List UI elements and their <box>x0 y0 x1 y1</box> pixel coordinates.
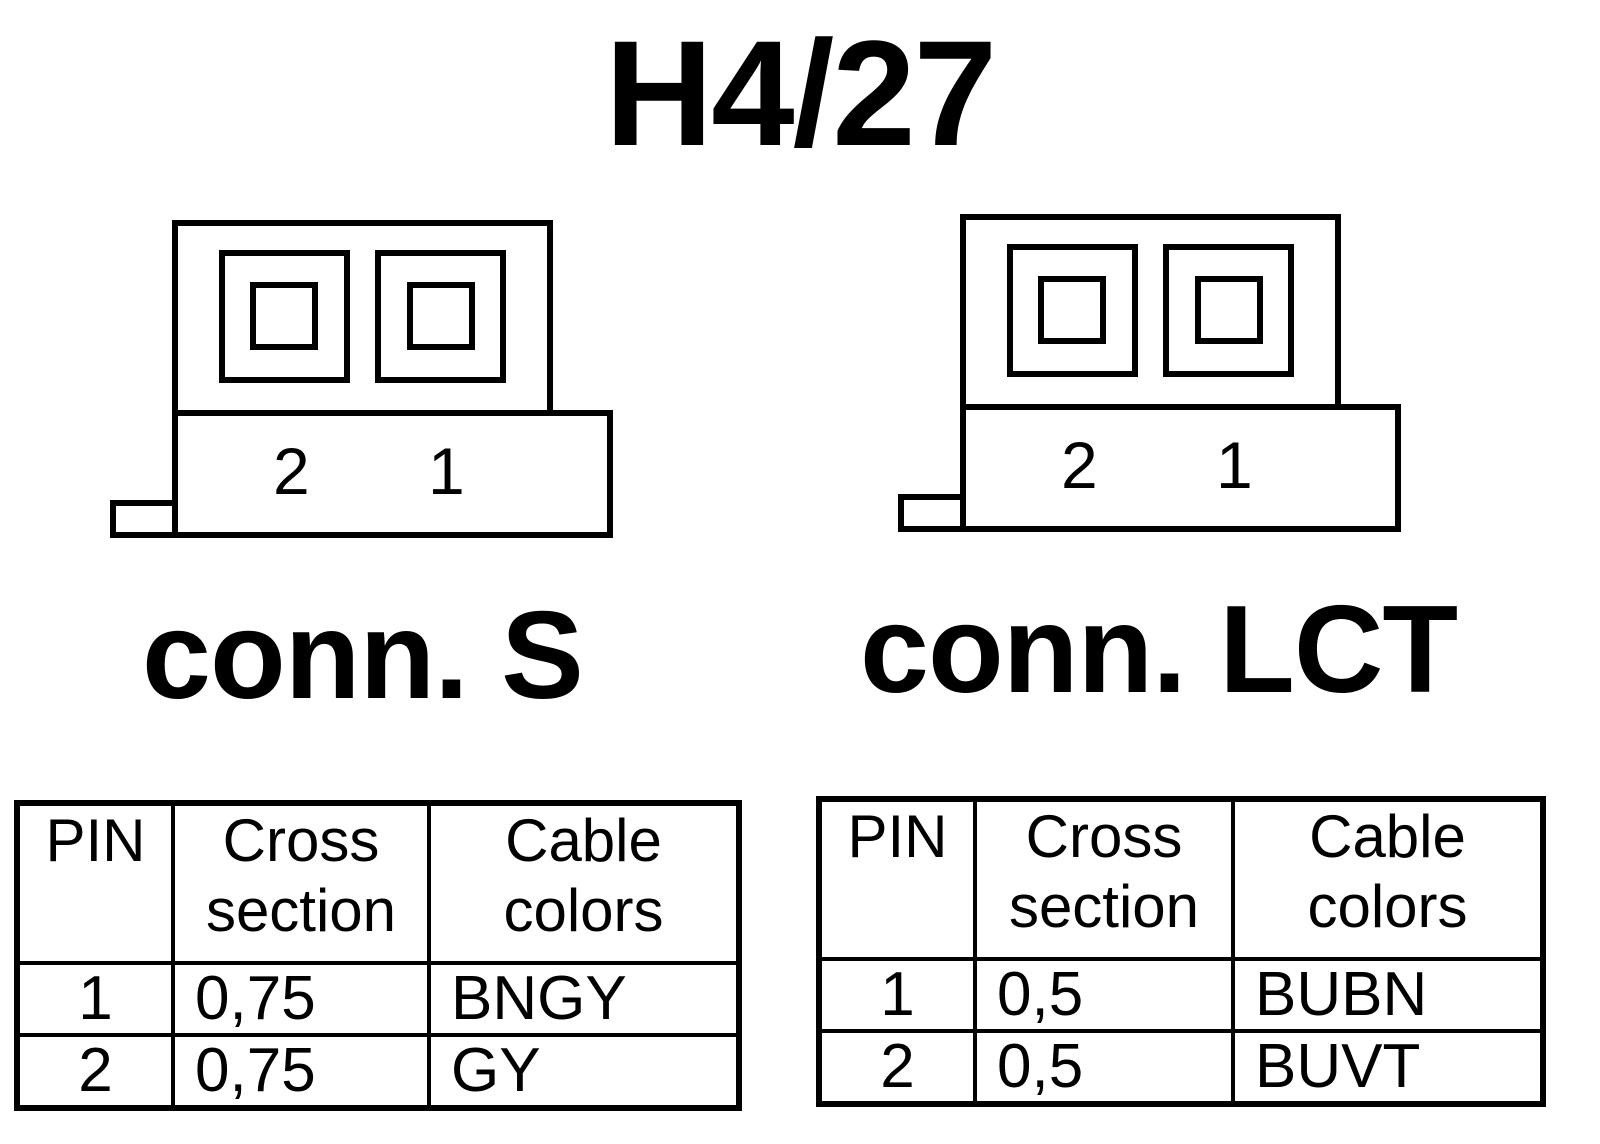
connector-lct-pin-label-1: 1 <box>1216 428 1253 502</box>
cell-cable-color: GY <box>427 1033 741 1110</box>
header-pin: PIN <box>15 801 175 965</box>
cell-cable-color: BNGY <box>427 961 741 1037</box>
connector-lct-label: conn. LCT <box>860 581 1458 719</box>
table-row: 2 0,5 BUVT <box>817 1029 1545 1106</box>
connector-lct-drawing: 2 1 <box>898 214 1408 534</box>
cell-cable-color: BUVT <box>1231 1029 1545 1106</box>
table-header-row: PIN Cross section Cable colors <box>15 801 741 965</box>
connector-lct-pin-label-2: 2 <box>1061 428 1098 502</box>
cell-pin: 2 <box>15 1033 175 1110</box>
header-cable-colors: Cable colors <box>427 801 741 965</box>
cell-cross-section: 0,5 <box>973 957 1235 1033</box>
header-cross-section: Cross section <box>973 797 1235 961</box>
cell-cross-section: 0,75 <box>171 961 431 1037</box>
connector-lct-pin-table: PIN Cross section Cable colors 1 0,5 BUB… <box>816 796 1546 1107</box>
diagram-title: H4/27 <box>604 9 997 177</box>
connector-s-drawing: 2 1 <box>110 220 620 540</box>
header-cross-section: Cross section <box>171 801 431 965</box>
connector-s-pin-label-1: 1 <box>428 434 465 508</box>
connector-s-pin-label-2: 2 <box>273 434 310 508</box>
table-header-row: PIN Cross section Cable colors <box>817 797 1545 961</box>
cell-pin: 1 <box>15 961 175 1037</box>
table-row: 1 0,5 BUBN <box>817 957 1545 1033</box>
connector-s-outline <box>110 220 613 538</box>
table-row: 1 0,75 BNGY <box>15 961 741 1037</box>
connector-lct-outline <box>898 214 1401 532</box>
cell-cable-color: BUBN <box>1231 957 1545 1033</box>
table-row: 2 0,75 GY <box>15 1033 741 1110</box>
header-pin: PIN <box>817 797 977 961</box>
header-cable-colors: Cable colors <box>1231 797 1545 961</box>
connector-s-label: conn. S <box>142 587 584 725</box>
cell-pin: 2 <box>817 1029 977 1106</box>
cell-pin: 1 <box>817 957 977 1033</box>
cell-cross-section: 0,5 <box>973 1029 1235 1106</box>
connector-s-pin-table: PIN Cross section Cable colors 1 0,75 BN… <box>14 800 742 1111</box>
cell-cross-section: 0,75 <box>171 1033 431 1110</box>
